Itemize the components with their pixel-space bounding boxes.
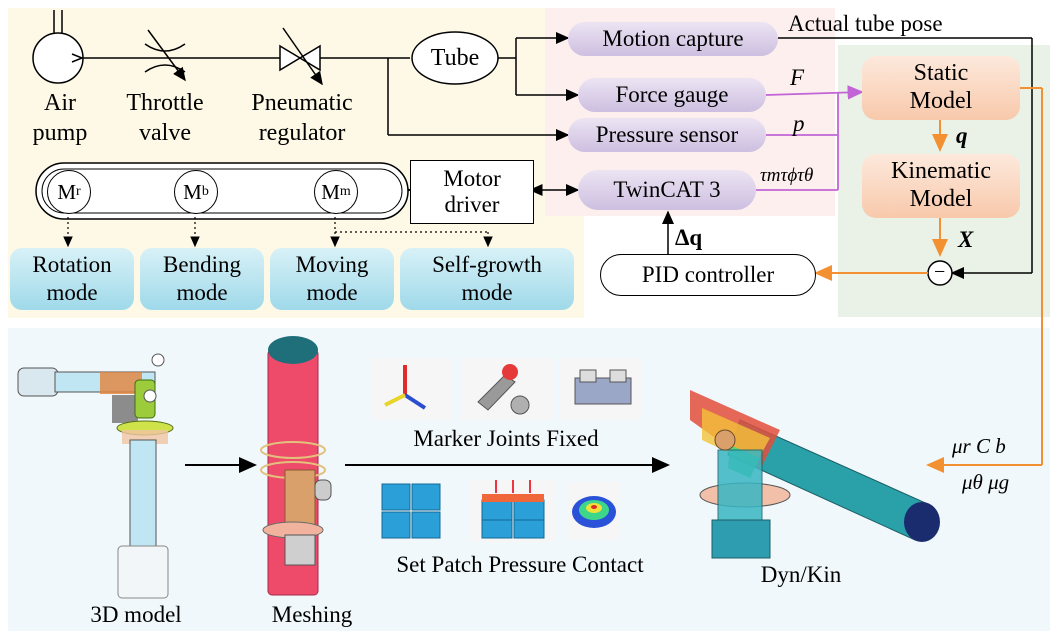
force-signal: F bbox=[790, 65, 805, 90]
force-gauge-box: Force gauge bbox=[578, 78, 766, 112]
meshing-model bbox=[260, 336, 332, 596]
patch-pressure-icon bbox=[470, 480, 556, 542]
actual-tube-pose-label: Actual tube pose bbox=[788, 11, 943, 36]
throttle-valve-icon bbox=[144, 43, 186, 52]
q-signal: q bbox=[956, 123, 968, 148]
twincat-box: TwinCAT 3 bbox=[578, 170, 756, 210]
params-line-2: μθ μg bbox=[962, 470, 1010, 494]
air-pump-icon bbox=[32, 32, 84, 84]
marker-icon bbox=[372, 358, 452, 420]
torque-signal: τmτϕτθ bbox=[760, 165, 814, 186]
tube-label: Tube bbox=[430, 45, 480, 71]
pressure-signal: p bbox=[793, 111, 805, 136]
marker-joints-fixed-label: Marker Joints Fixed bbox=[413, 426, 599, 451]
dyn-kin-label: Dyn/Kin bbox=[760, 562, 842, 587]
pid-controller-box: PID controller bbox=[600, 254, 816, 296]
meshing-label: Meshing bbox=[271, 602, 353, 627]
robot-3d-model bbox=[17, 353, 174, 599]
x-signal: X bbox=[958, 227, 974, 252]
params-line-1: μr C b bbox=[952, 434, 1006, 458]
minus-sign: − bbox=[934, 261, 946, 283]
dynamics-result bbox=[690, 390, 940, 559]
delta-q-signal: Δq bbox=[675, 225, 703, 250]
joints-icon bbox=[462, 358, 554, 420]
set-patch-pressure-contact-label: Set Patch Pressure Contact bbox=[396, 552, 644, 577]
contact-icon bbox=[568, 482, 620, 540]
set-icon bbox=[381, 483, 441, 539]
fixed-icon bbox=[560, 358, 642, 420]
regulator-icon bbox=[279, 44, 321, 72]
motion-capture-box: Motion capture bbox=[568, 22, 778, 56]
3d-model-label: 3D model bbox=[90, 602, 182, 627]
pressure-sensor-box: Pressure sensor bbox=[568, 118, 766, 152]
motor-track bbox=[35, 162, 409, 220]
